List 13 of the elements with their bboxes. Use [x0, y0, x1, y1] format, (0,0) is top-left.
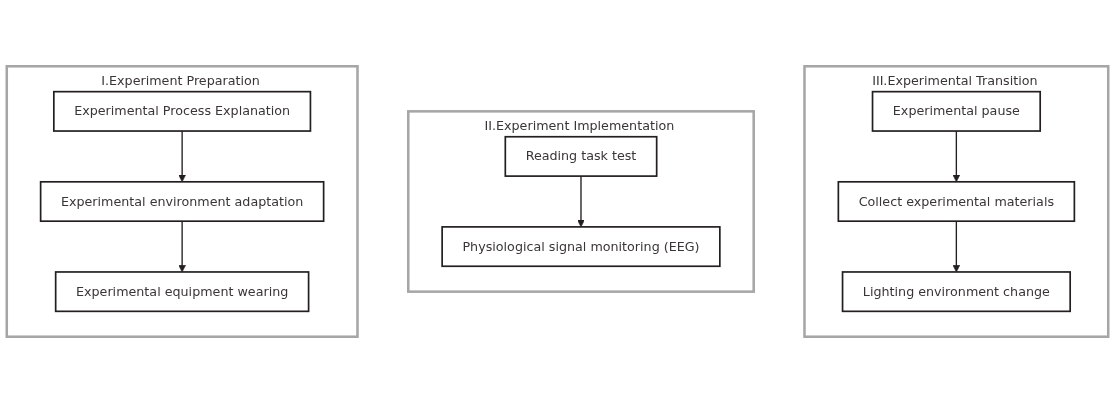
arrow — [178, 130, 186, 183]
arrow — [577, 175, 585, 228]
node-box: Collect experimental materials — [837, 180, 1076, 223]
node-box: Experimental Process Explanation — [53, 90, 312, 132]
arrow — [178, 220, 186, 273]
node-box: Lighting environment change — [841, 271, 1071, 313]
node-box: Experimental pause — [871, 90, 1042, 132]
node-box: Physiological signal monitoring (EEG) — [441, 226, 721, 268]
node-box: Experimental environment adaptation — [39, 180, 325, 223]
node-box: Experimental equipment wearing — [54, 271, 310, 313]
arrow — [952, 130, 961, 183]
arrow — [952, 220, 961, 273]
node-box: Reading task test — [504, 135, 658, 177]
